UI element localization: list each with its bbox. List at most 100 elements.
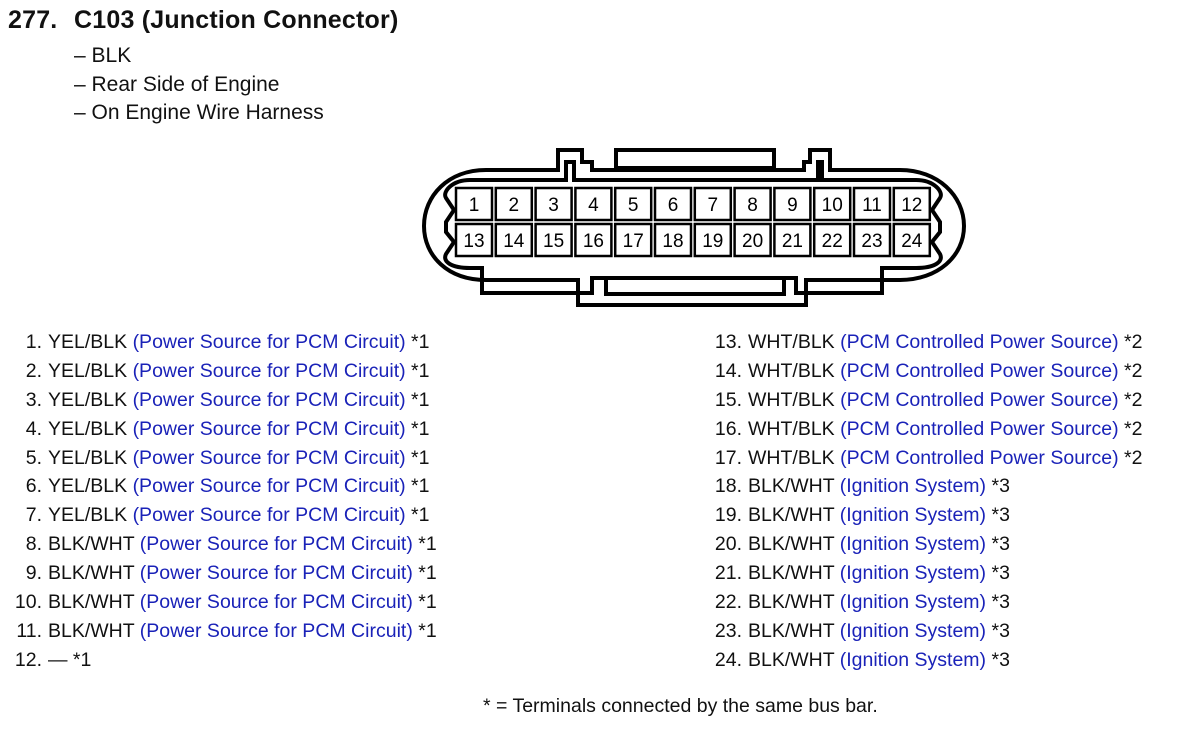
terminal-row: 20.BLK/WHT (Ignition System) *3 [700, 530, 1142, 559]
terminal-number: 18. [714, 475, 742, 498]
terminal-number: 1. [25, 331, 42, 353]
wire-color: BLK/WHT [748, 562, 835, 585]
terminal-number: 10. [14, 591, 42, 614]
pin-number: 8 [747, 195, 758, 216]
wire-color: YEL/BLK [48, 388, 128, 411]
wire-color: YEL/BLK [48, 504, 128, 527]
bus-bar-note: *2 [1124, 331, 1143, 353]
terminal-row: 5.YEL/BLK (Power Source for PCM Circuit)… [0, 444, 437, 473]
pin-cavity [613, 186, 653, 222]
wire-color: YEL/BLK [48, 475, 128, 498]
pin-cavity [733, 222, 772, 258]
bus-bar-note: *3 [991, 533, 1010, 556]
bus-bar-note: *3 [991, 475, 1010, 498]
pin-cavity [454, 222, 494, 258]
pin-cavity [812, 222, 852, 258]
pin-cavity [454, 186, 494, 222]
circuit-description: (Power Source for PCM Circuit) [139, 619, 413, 642]
circuit-description: (PCM Controlled Power Source) [840, 359, 1119, 382]
bus-bar-note: *3 [991, 648, 1010, 671]
pin-number: 20 [742, 231, 763, 252]
bus-bar-note: *1 [418, 619, 437, 642]
wire-color: BLK/WHT [48, 533, 135, 556]
detail-location: – Rear Side of Engine [74, 72, 280, 96]
terminal-row: 19.BLK/WHT (Ignition System) *3 [700, 501, 1142, 530]
terminal-row: 10.BLK/WHT (Power Source for PCM Circuit… [0, 588, 437, 617]
wire-color: WHT/BLK [748, 388, 835, 411]
terminal-number: 9. [25, 562, 42, 585]
circuit-description: (Power Source for PCM Circuit) [132, 388, 406, 411]
pin-number: 4 [588, 195, 599, 216]
circuit-description: (Ignition System) [839, 591, 987, 614]
terminal-row: 3.YEL/BLK (Power Source for PCM Circuit)… [0, 386, 437, 415]
pin-number: 13 [463, 231, 484, 252]
bus-bar-note: *1 [418, 591, 437, 614]
terminal-number: 21. [714, 562, 742, 585]
wire-color: WHT/BLK [748, 417, 835, 440]
bus-bar-note: *3 [991, 591, 1010, 614]
circuit-description: (Power Source for PCM Circuit) [132, 331, 406, 353]
circuit-description: (Power Source for PCM Circuit) [139, 562, 413, 585]
wire-color: BLK/WHT [748, 648, 835, 671]
circuit-description: (Ignition System) [839, 648, 987, 671]
terminal-row: 11.BLK/WHT (Power Source for PCM Circuit… [0, 617, 437, 646]
circuit-description: (Power Source for PCM Circuit) [132, 417, 406, 440]
pin-cavity [613, 222, 653, 258]
pin-cavity [693, 222, 733, 258]
top-lock-key [614, 148, 776, 170]
terminal-row: 17.WHT/BLK (PCM Controlled Power Source)… [700, 444, 1143, 473]
circuit-description: (Power Source for PCM Circuit) [132, 475, 406, 498]
pin-number: 10 [822, 195, 843, 216]
pin-number: 3 [548, 195, 559, 216]
bus-bar-note: *2 [1124, 359, 1143, 382]
circuit-description: (Power Source for PCM Circuit) [132, 504, 406, 527]
pin-number: 22 [822, 231, 843, 252]
terminal-row: 8.BLK/WHT (Power Source for PCM Circuit)… [0, 530, 437, 559]
terminal-row: 21.BLK/WHT (Ignition System) *3 [700, 559, 1142, 588]
wire-color: BLK/WHT [748, 475, 835, 498]
terminal-list-right: 13. WHT/BLK (PCM Controlled Power Source)… [700, 328, 1143, 675]
detail-color: – BLK [74, 44, 132, 67]
pin-number: 16 [583, 231, 604, 252]
connector-inner-frame [443, 160, 943, 295]
terminal-row: 12.— *1 [0, 646, 437, 675]
terminal-row: 18.BLK/WHT (Ignition System) *3 [700, 472, 1142, 501]
terminal-row: 1. YEL/BLK (Power Source for PCM Circuit)… [0, 328, 437, 357]
terminal-number: 7. [25, 504, 42, 527]
pin-cavity [574, 222, 613, 258]
pin-number: 6 [668, 195, 679, 216]
wire-color: BLK/WHT [748, 504, 835, 527]
terminal-number: 22. [714, 591, 742, 614]
pin-cavity [892, 222, 932, 258]
pin-cavity [812, 186, 852, 222]
terminal-number: 13. [714, 331, 742, 353]
page-title: 277.C103 (Junction Connector) [8, 6, 398, 35]
pin-number: 5 [628, 195, 639, 216]
wire-color: BLK/WHT [48, 562, 135, 585]
terminal-row: 23.BLK/WHT (Ignition System) *3 [700, 617, 1142, 646]
wire-color: YEL/BLK [48, 331, 128, 353]
pin-number: 18 [662, 231, 683, 252]
bus-bar-note: *1 [411, 388, 430, 411]
pin-cavity [773, 222, 812, 258]
circuit-description: (Ignition System) [839, 504, 987, 527]
terminal-number: 15. [714, 388, 742, 411]
bus-bar-note: *2 [1124, 388, 1143, 411]
circuit-description: (Power Source for PCM Circuit) [132, 446, 406, 469]
wire-color: BLK/WHT [748, 591, 835, 614]
pin-number: 1 [469, 195, 480, 216]
wire-color: — [48, 648, 68, 671]
wire-color: WHT/BLK [748, 331, 835, 353]
pin-cavity [773, 186, 812, 222]
terminal-row: 16.WHT/BLK (PCM Controlled Power Source)… [700, 415, 1143, 444]
pin-number: 23 [861, 231, 882, 252]
bus-bar-note: *1 [411, 417, 430, 440]
detail-harness: – On Engine Wire Harness [74, 101, 324, 124]
wire-color: BLK/WHT [748, 619, 835, 642]
wire-color: YEL/BLK [48, 359, 128, 382]
bus-bar-note: *1 [72, 648, 92, 671]
pin-number: 12 [901, 195, 922, 216]
terminal-row: 14.WHT/BLK (PCM Controlled Power Source)… [700, 357, 1143, 386]
connector-housing-outline [421, 148, 967, 307]
